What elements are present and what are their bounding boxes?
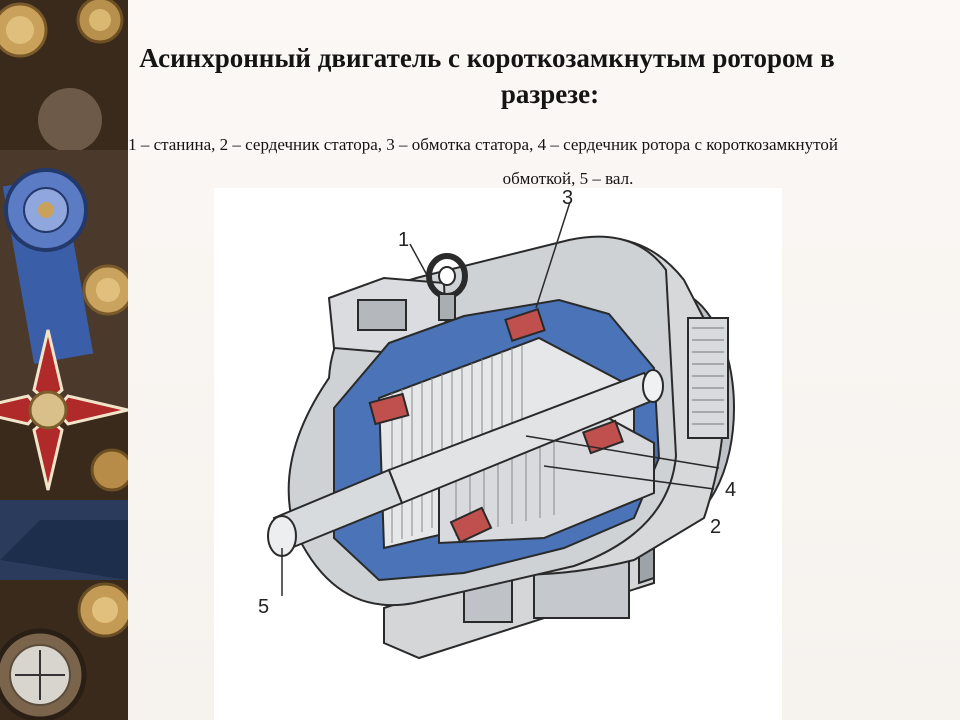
label-4: 4 <box>725 479 736 501</box>
diagram-legend: 1 – станина, 2 – сердечник статора, 3 – … <box>28 128 938 196</box>
motor-cutaway-diagram: 1 2 3 4 5 <box>214 188 782 720</box>
legend-line-2: обмоткой, 5 – вал. <box>502 169 634 188</box>
leader-lines <box>281 201 720 596</box>
shaft <box>267 369 664 557</box>
motor-cutaway-drawing: 1 2 3 4 5 <box>258 188 736 660</box>
legend-line-1: 1 – станина, 2 – сердечник статора, 3 – … <box>128 135 838 154</box>
label-2: 2 <box>710 516 721 538</box>
slide-title: Асинхронный двигатель с короткозамкнутым… <box>76 40 916 112</box>
cross-medal-icon <box>0 329 128 491</box>
label-1: 1 <box>398 229 409 251</box>
title-line-1: Асинхронный двигатель с короткозамкнутым… <box>139 43 835 73</box>
title-line-2: разрезе: <box>500 79 600 109</box>
decorative-sidebar <box>0 0 128 720</box>
decorative-sidebar-art <box>0 0 128 720</box>
label-5: 5 <box>258 596 269 618</box>
stator-winding <box>368 308 625 544</box>
label-3: 3 <box>562 188 573 209</box>
